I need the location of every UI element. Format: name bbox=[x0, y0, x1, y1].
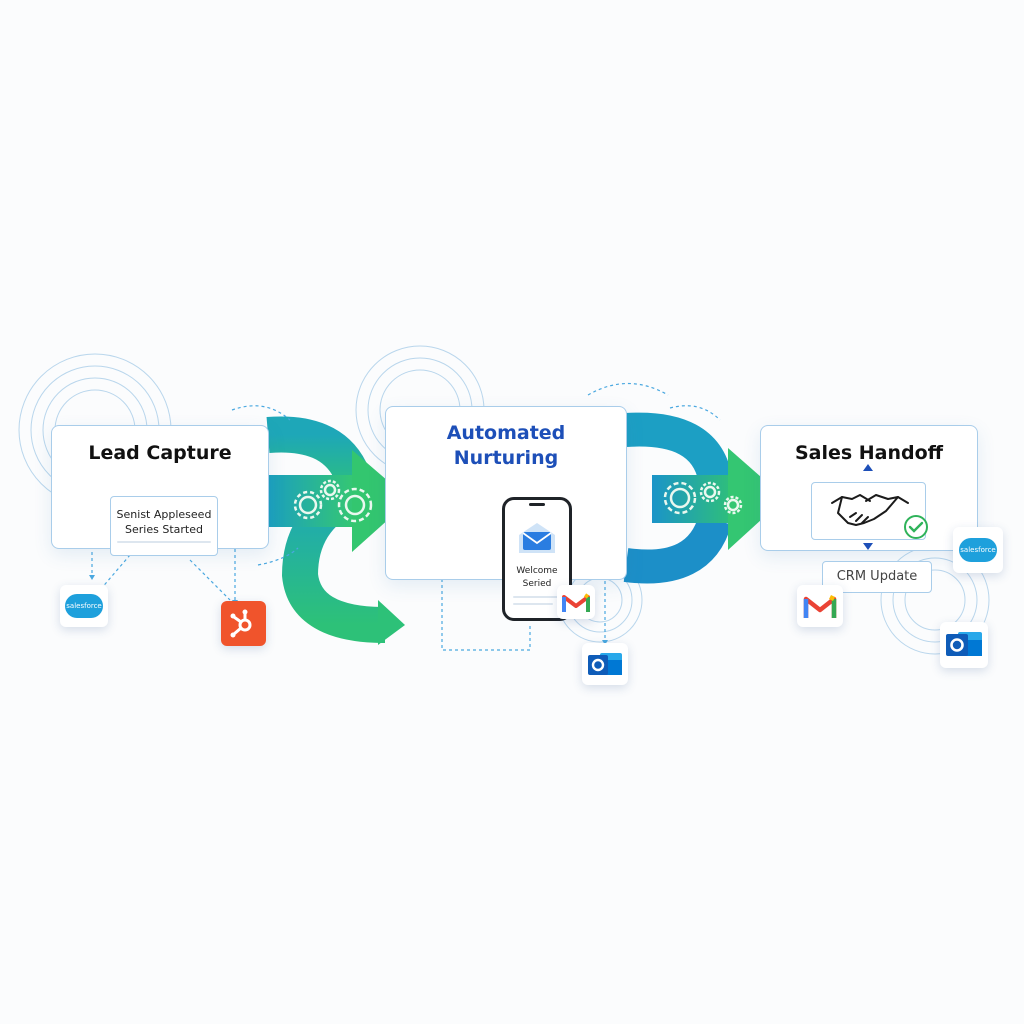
salesforce-logo: salesforce bbox=[959, 538, 997, 562]
phone-notch bbox=[529, 503, 545, 506]
gmail-logo-tile-right bbox=[797, 585, 843, 627]
gmail-logo bbox=[803, 594, 837, 618]
flow-arrow-nurturing-to-handoff bbox=[623, 412, 785, 584]
salesforce-logo: salesforce bbox=[65, 594, 103, 618]
handshake-icon bbox=[831, 494, 909, 526]
phone-text-line1: Welcome bbox=[516, 566, 558, 576]
outlook-logo-tile-center bbox=[582, 643, 628, 685]
gear-icon-group-1 bbox=[293, 479, 373, 523]
hubspot-logo bbox=[230, 609, 252, 638]
phone-text-line2: Seried bbox=[522, 579, 552, 589]
handoff-inner-box bbox=[811, 482, 928, 540]
outlook-logo-tile-right bbox=[940, 622, 988, 668]
outlook-logo bbox=[588, 653, 622, 675]
lead-capture-title: Lead Capture bbox=[88, 442, 232, 464]
lead-capture-detail-line2: Series Started bbox=[125, 523, 203, 536]
lead-capture-detail-line1: Senist Appleseed bbox=[116, 508, 212, 521]
check-icon bbox=[904, 515, 928, 539]
gmail-logo-tile-center bbox=[557, 585, 595, 619]
automated-nurturing-title-line2: Nurturing bbox=[453, 447, 559, 469]
hubspot-logo-tile bbox=[221, 601, 266, 646]
lead-capture-detail-card: Senist Appleseed Series Started bbox=[110, 496, 218, 556]
placeholder-line bbox=[117, 541, 211, 543]
placeholder-line bbox=[513, 603, 553, 605]
gmail-logo bbox=[562, 593, 590, 612]
outlook-logo bbox=[946, 632, 982, 656]
automated-nurturing-title-line1: Automated bbox=[446, 422, 566, 444]
placeholder-line bbox=[513, 596, 561, 598]
vertical-sync-arrows bbox=[863, 464, 873, 550]
salesforce-logo-tile-right: salesforce bbox=[953, 527, 1003, 573]
sales-handoff-title: Sales Handoff bbox=[794, 442, 944, 464]
automated-nurturing-card: Automated Nurturing bbox=[385, 406, 627, 580]
salesforce-logo-tile-left: salesforce bbox=[60, 585, 108, 627]
gear-icon-group-2 bbox=[663, 481, 743, 515]
mail-icon bbox=[519, 523, 555, 553]
flow-arrow-capture-to-nurturing bbox=[266, 416, 410, 645]
